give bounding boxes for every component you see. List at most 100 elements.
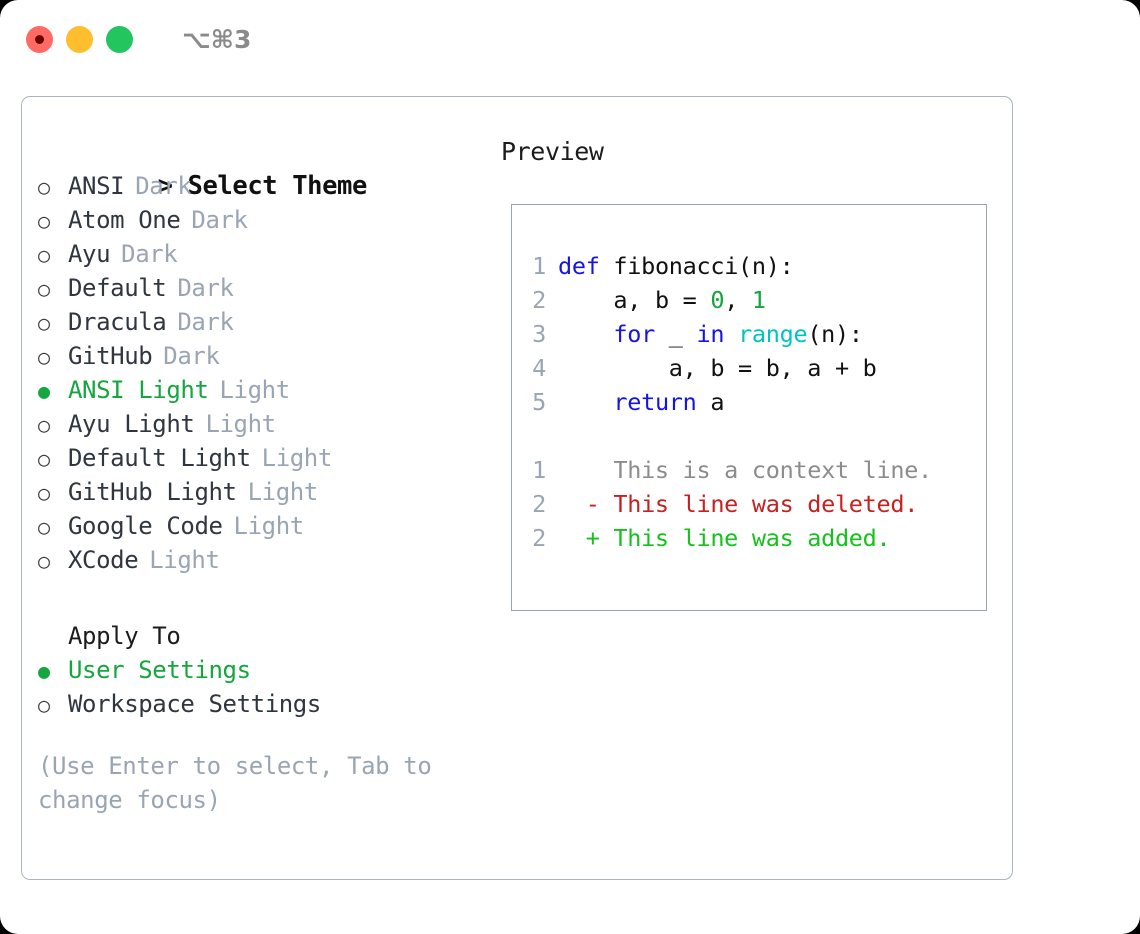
theme-variant-badge: Dark — [177, 308, 234, 336]
code-line-text: def fibonacci(n): — [558, 249, 794, 283]
diff-line-text: - This line was deleted. — [558, 490, 919, 518]
radio-unselected-icon: ○ — [38, 345, 50, 369]
code-token: a — [696, 388, 725, 416]
theme-variant-badge: Dark — [121, 240, 178, 268]
radio-unselected-icon: ○ — [38, 175, 50, 199]
theme-option-label: Ayu — [68, 240, 111, 268]
apply-to-options: ● User Settings ○ Workspace Settings — [38, 653, 490, 721]
theme-variant-badge: Light — [205, 410, 276, 438]
diff-line-text: + This line was added. — [558, 524, 891, 552]
radio-unselected-icon: ○ — [38, 481, 50, 505]
keyboard-hint: (Use Enter to select, Tab to change focu… — [38, 752, 432, 814]
line-number: 2 — [532, 490, 546, 518]
theme-variant-badge: Light — [261, 444, 333, 472]
code-token: a, b = b, a + b — [668, 354, 877, 382]
apply-to-option-label: User Settings — [68, 656, 251, 684]
page-title: Select Theme — [187, 171, 368, 201]
line-number: 1 — [532, 252, 546, 280]
theme-option-label: Ayu Light — [68, 410, 195, 438]
theme-option-dracula[interactable]: ○ Dracula Dark — [38, 305, 490, 339]
theme-option-default-light[interactable]: ○ Default Light Light — [38, 441, 490, 475]
preview-heading: Preview — [501, 137, 604, 166]
radio-unselected-icon: ○ — [38, 243, 50, 267]
section-spacer — [38, 577, 490, 619]
line-number: 1 — [532, 456, 546, 484]
radio-unselected-icon: ○ — [38, 693, 50, 717]
diff-line-ctx: 1 This is a context line. — [524, 453, 974, 487]
minimize-dot[interactable] — [66, 25, 93, 53]
theme-option-label: ANSI — [68, 172, 125, 200]
theme-variant-badge: Dark — [191, 206, 248, 234]
line-number: 2 — [532, 286, 546, 314]
theme-option-ayu[interactable]: ○ Ayu Dark — [38, 237, 490, 271]
radio-unselected-icon: ○ — [38, 515, 50, 539]
theme-variant-badge: Light — [149, 546, 220, 574]
code-line-text: a, b = b, a + b — [558, 351, 877, 385]
code-token: def — [558, 252, 614, 280]
code-token: 0 — [710, 286, 725, 314]
theme-option-github[interactable]: ○ GitHub Dark — [38, 339, 490, 373]
code-token: range — [738, 320, 808, 348]
code-token: return — [613, 388, 697, 416]
theme-option-default[interactable]: ○ Default Dark — [38, 271, 490, 305]
code-token: _ — [654, 320, 697, 348]
radio-unselected-icon: ○ — [38, 311, 50, 335]
diff-line-add: 2 + This line was added. — [524, 521, 974, 555]
radio-selected-icon: ● — [38, 659, 50, 683]
theme-variant-badge: Light — [233, 512, 305, 540]
code-diff-separator — [524, 419, 974, 453]
radio-unselected-icon: ○ — [38, 277, 50, 301]
code-token: 1 — [751, 286, 766, 314]
apply-to-option-workspace-settings[interactable]: ○ Workspace Settings — [38, 687, 490, 721]
code-line: 3 for _ in range(n): — [524, 317, 974, 351]
theme-option-label: Dracula — [68, 308, 167, 336]
diff-block: 1 This is a context line. 2 - This line w… — [524, 453, 974, 555]
theme-variant-badge: Dark — [163, 342, 220, 370]
code-line: 1 def fibonacci(n): — [524, 249, 974, 283]
code-token: fibonacci(n): — [613, 252, 794, 280]
theme-option-github-light[interactable]: ○ GitHub Light Light — [38, 475, 490, 509]
maximize-dot[interactable] — [106, 25, 133, 53]
code-line: 2 a, b = 0, 1 — [524, 283, 974, 317]
code-token: in — [696, 320, 725, 348]
diff-line-text: This is a context line. — [558, 456, 932, 484]
theme-option-label: Default — [68, 274, 167, 302]
title-bar: ⌥⌘3 — [0, 0, 1140, 78]
theme-option-label: Default Light — [68, 444, 251, 472]
theme-option-label: GitHub Light — [68, 478, 237, 506]
code-line-text: a, b = 0, 1 — [558, 283, 766, 317]
theme-variant-badge: Dark — [177, 274, 234, 302]
theme-option-label: Atom One — [68, 206, 181, 234]
code-line-text: return a — [558, 385, 724, 419]
apply-to-option-label: Workspace Settings — [68, 690, 321, 718]
theme-variant-badge: Light — [247, 478, 319, 506]
theme-option-label: GitHub — [68, 342, 153, 370]
theme-option-label: ANSI Light — [68, 376, 209, 404]
close-dot[interactable] — [26, 25, 53, 53]
radio-unselected-icon: ○ — [38, 447, 50, 471]
code-token — [724, 320, 738, 348]
theme-option-label: XCode — [68, 546, 139, 574]
prompt-caret: > — [157, 171, 173, 201]
theme-option-xcode[interactable]: ○ XCode Light — [38, 543, 490, 577]
shortcut-label: ⌥⌘3 — [182, 24, 252, 54]
code-token: (n): — [807, 320, 863, 348]
code-token: , — [724, 286, 752, 314]
line-number: 5 — [532, 388, 546, 416]
apply-to-heading: Apply To — [68, 622, 181, 650]
radio-unselected-icon: ○ — [38, 549, 50, 573]
line-number: 4 — [532, 354, 546, 382]
apply-to-option-user-settings[interactable]: ● User Settings — [38, 653, 490, 687]
